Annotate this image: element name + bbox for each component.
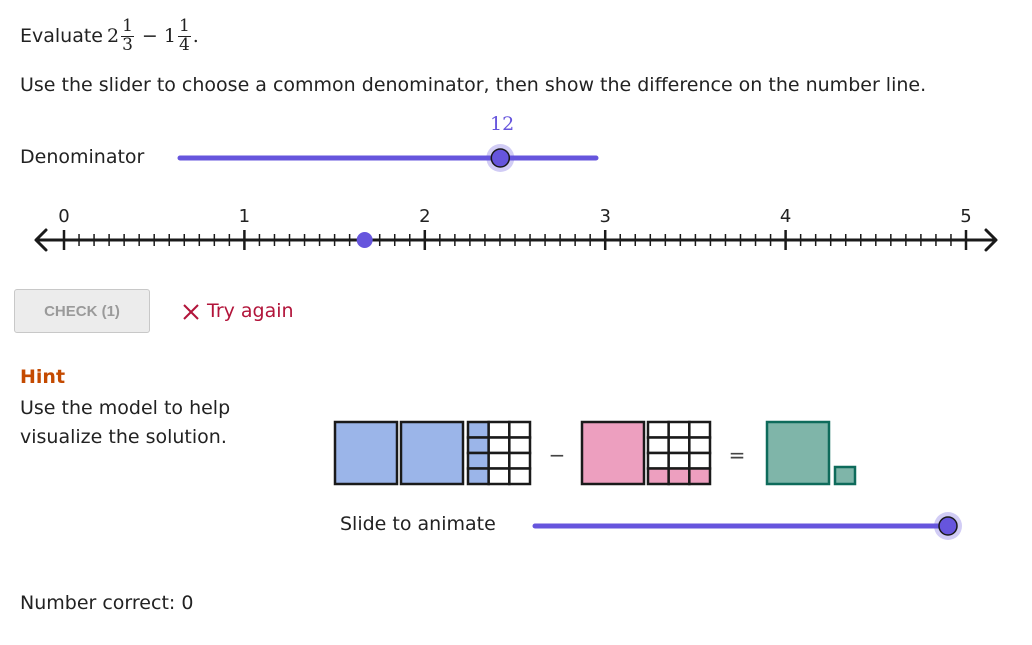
grid-cell: [487, 467, 511, 486]
fraction-2: 1 4: [177, 16, 191, 55]
grid-cell: [646, 467, 670, 486]
denominator-slider-value: 12: [490, 113, 515, 135]
denominator-2: 4: [178, 34, 190, 55]
grid-cell: [646, 436, 670, 455]
close-icon: [183, 304, 199, 320]
animate-slider-label: Slide to animate: [340, 513, 496, 535]
number-line-label: 2: [419, 206, 430, 227]
model-minus-sign: −: [549, 443, 566, 467]
score-text: Number correct: 0: [20, 592, 194, 614]
number-line-label: 4: [780, 206, 791, 227]
grid-cell: [487, 436, 511, 455]
number-line-label: 1: [239, 206, 250, 227]
instruction-text: Use the slider to choose a common denomi…: [20, 74, 927, 96]
number-line-label: 0: [58, 206, 69, 227]
feedback: Try again: [182, 300, 294, 322]
left-arrow-icon: [34, 228, 48, 252]
grid-cell: [466, 451, 490, 470]
denominator-slider-handle[interactable]: [490, 148, 511, 168]
model-equals-sign: =: [729, 443, 746, 467]
grid-cell: [508, 451, 532, 470]
hint-text: Use the model to help visualize the solu…: [20, 397, 231, 448]
feedback-text: Try again: [207, 300, 294, 322]
denominator-slider-label: Denominator: [20, 146, 145, 168]
prompt: Evaluate 2 1 3 − 1 1 4 .: [20, 16, 199, 55]
number-line-point[interactable]: [356, 232, 373, 248]
grid-cell: [487, 420, 511, 439]
result-fraction-block: [833, 465, 857, 486]
whole-block-pink: [580, 420, 646, 486]
grid-cell: [688, 420, 712, 439]
grid-cell: [646, 420, 670, 439]
period: .: [192, 25, 199, 48]
evaluate-label: Evaluate: [20, 25, 103, 48]
fraction-1: 1 3: [121, 16, 134, 55]
grid-cell: [508, 467, 532, 486]
right-arrow-icon: [984, 228, 998, 252]
fraction-expression: 2 1 3 − 1 1 4 .: [107, 16, 199, 55]
fraction-grid-pink: [646, 420, 712, 486]
grid-cell: [508, 436, 532, 455]
grid-cell: [688, 451, 712, 470]
grid-cell: [646, 451, 670, 470]
whole-number-2: 1: [163, 25, 176, 48]
fraction-model: − =: [333, 420, 857, 486]
number-line-label: 3: [599, 206, 610, 227]
minus-operator: −: [141, 25, 158, 48]
grid-cell: [466, 467, 490, 486]
grid-cell: [508, 420, 532, 439]
grid-cell: [667, 420, 691, 439]
whole-number-1: 2: [107, 25, 120, 48]
whole-block-blue-1: [333, 420, 399, 486]
grid-cell: [688, 436, 712, 455]
hint-title: Hint: [20, 366, 66, 388]
result-whole-block: [765, 420, 831, 486]
grid-cell: [667, 436, 691, 455]
whole-block-blue-2: [399, 420, 465, 486]
numerator-1: 1: [121, 16, 134, 37]
fraction-grid-blue: [466, 420, 532, 486]
denominator-1: 3: [122, 34, 133, 55]
grid-cell: [667, 467, 691, 486]
grid-cell: [667, 451, 691, 470]
grid-cell: [688, 467, 712, 486]
animate-slider-handle[interactable]: [938, 516, 958, 536]
check-button[interactable]: CHECK (1): [14, 289, 150, 333]
grid-cell: [466, 420, 490, 439]
grid-cell: [466, 436, 490, 455]
numerator-2: 1: [177, 16, 191, 37]
grid-cell: [487, 451, 511, 470]
number-line[interactable]: 0 1 2 3 4 5: [34, 206, 998, 252]
number-line-label: 5: [960, 206, 971, 227]
